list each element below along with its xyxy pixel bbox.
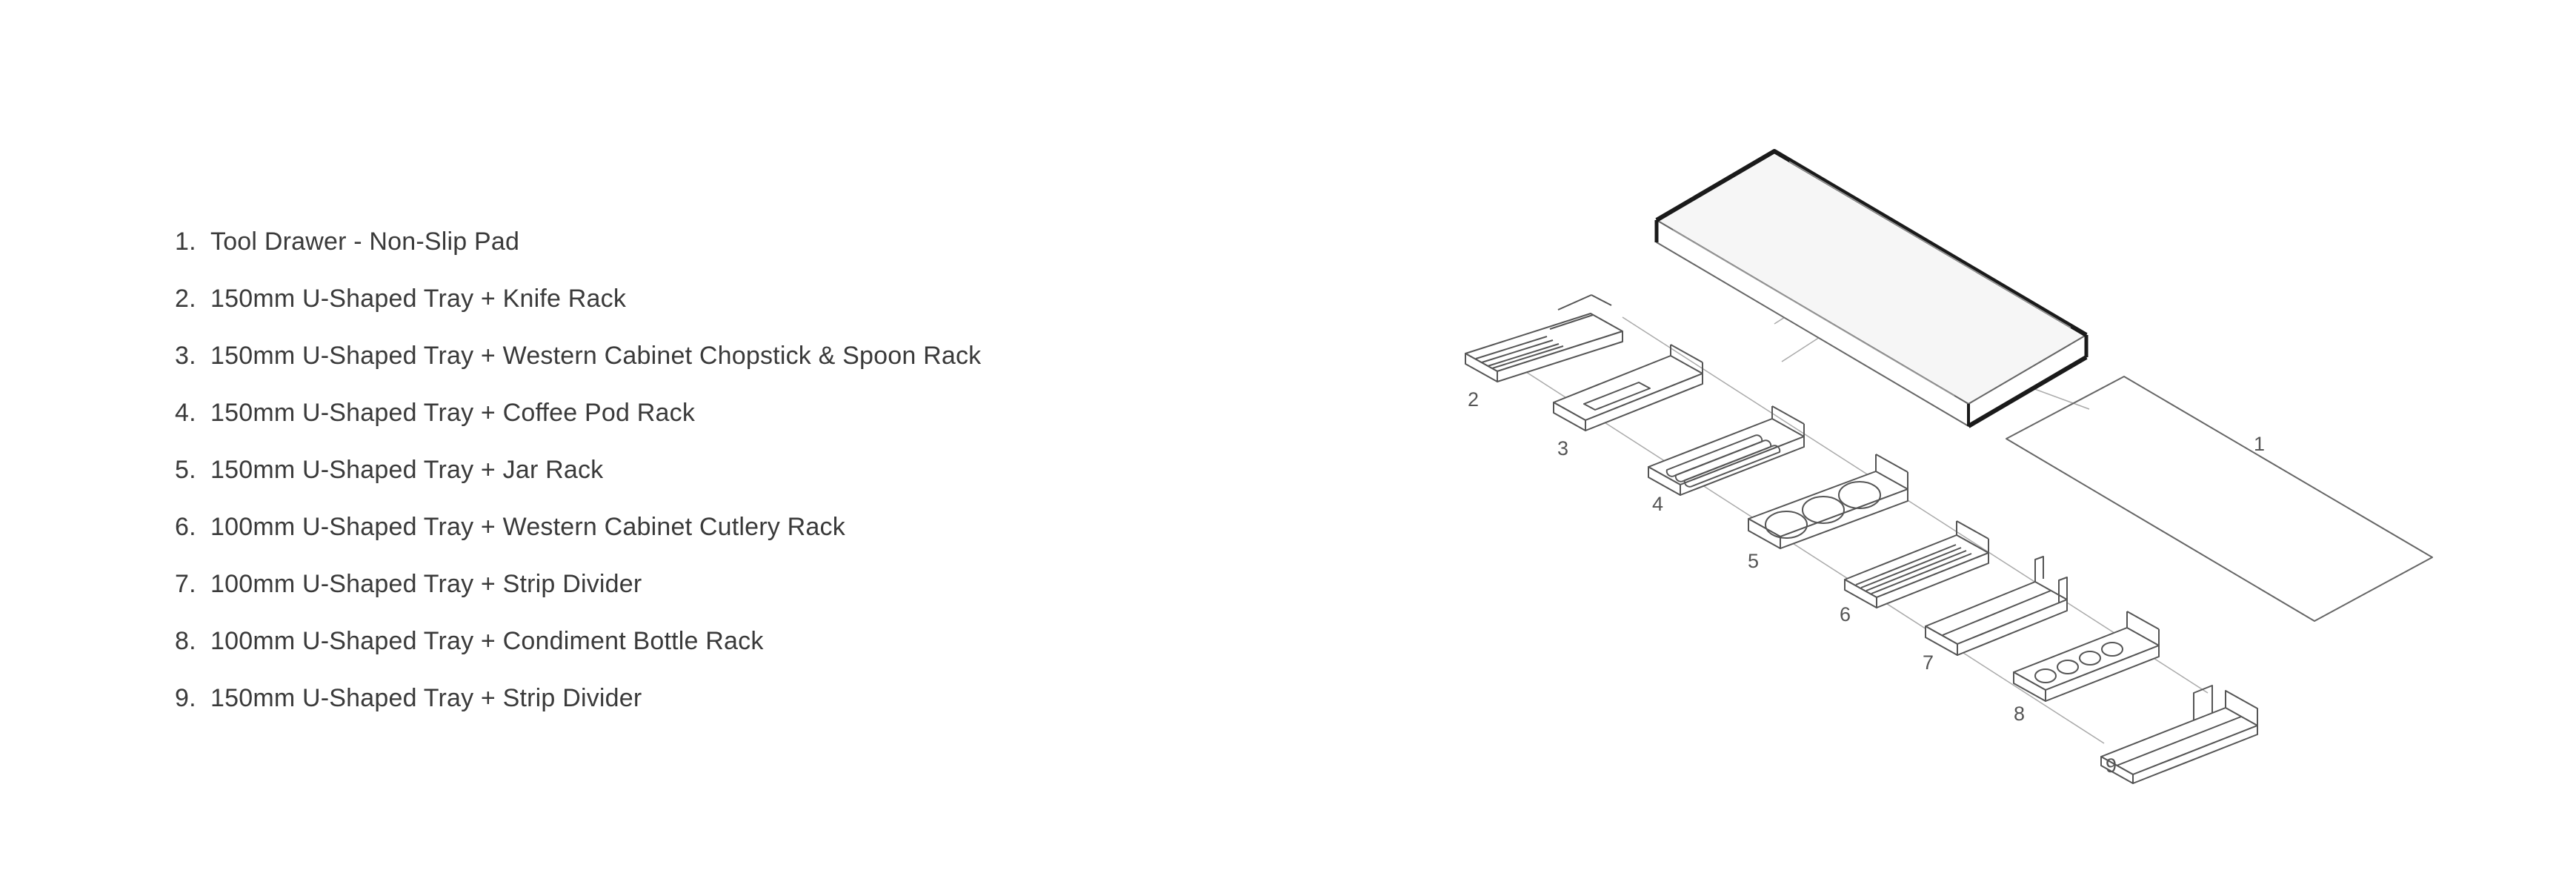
legend-item-number: 3. — [175, 342, 196, 370]
tray-coffee-pod-rack — [1648, 405, 1805, 496]
label-4: 4 — [1652, 493, 1663, 515]
legend-item-number: 6. — [175, 513, 196, 541]
legend-item: 8. 100mm U-Shaped Tray + Condiment Bottle… — [175, 619, 981, 676]
tray-cutlery-rack — [1844, 520, 1989, 608]
legend-item: 3. 150mm U-Shaped Tray + Western Cabinet … — [175, 333, 981, 391]
label-7: 7 — [1923, 651, 1934, 674]
tool-drawer — [1654, 149, 2089, 428]
legend-list: 1. Tool Drawer - Non-Slip Pad 2. 150mm U-S… — [175, 219, 981, 733]
tray-chopstick-rack — [1553, 344, 1703, 431]
legend-item-number: 8. — [175, 627, 196, 655]
label-2: 2 — [1468, 388, 1479, 411]
label-5: 5 — [1748, 550, 1759, 572]
legend-item-text: Tool Drawer - Non-Slip Pad — [210, 228, 520, 256]
legend-item-text: 150mm U-Shaped Tray + Knife Rack — [210, 285, 627, 313]
legend-item-text: 150mm U-Shaped Tray + Coffee Pod Rack — [210, 399, 696, 427]
legend-item-number: 1. — [175, 228, 196, 256]
legend-item-text: 150mm U-Shaped Tray + Strip Divider — [210, 684, 642, 712]
tray-knife-rack — [1465, 294, 1623, 382]
legend-item-text: 150mm U-Shaped Tray + Western Cabinet Ch… — [210, 342, 982, 370]
label-1: 1 — [2254, 433, 2265, 455]
legend-item: 2. 150mm U-Shaped Tray + Knife Rack — [175, 276, 981, 333]
legend-item-text: 150mm U-Shaped Tray + Jar Rack — [210, 456, 604, 484]
legend-item-number: 4. — [175, 399, 196, 427]
legend-item: 5. 150mm U-Shaped Tray + Jar Rack — [175, 448, 981, 505]
legend-item-number: 2. — [175, 285, 196, 313]
legend-item-number: 9. — [175, 684, 196, 712]
legend-item: 6. 100mm U-Shaped Tray + Western Cabinet … — [175, 505, 981, 562]
legend-item-text: 100mm U-Shaped Tray + Strip Divider — [210, 570, 642, 598]
tray-strip-divider-150 — [2100, 685, 2258, 784]
label-8: 8 — [2014, 703, 2025, 725]
tray-jar-rack — [1748, 454, 1908, 549]
tray-strip-divider-100 — [1925, 556, 2068, 656]
legend-item-text: 100mm U-Shaped Tray + Condiment Bottle R… — [210, 627, 764, 655]
legend-item-number: 7. — [175, 570, 196, 598]
non-slip-pad — [2006, 376, 2433, 622]
label-6: 6 — [1840, 603, 1851, 625]
legend-item: 4. 150mm U-Shaped Tray + Coffee Pod Rack — [175, 391, 981, 448]
legend-item: 9. 150mm U-Shaped Tray + Strip Divider — [175, 676, 981, 733]
label-9: 9 — [2106, 754, 2117, 777]
diagram-labels: 1 2 3 4 5 6 7 8 9 — [1468, 388, 2265, 777]
tray-condiment-rack — [2013, 611, 2160, 702]
legend-item: 1. Tool Drawer - Non-Slip Pad — [175, 219, 981, 276]
legend-item: 7. 100mm U-Shaped Tray + Strip Divider — [175, 562, 981, 619]
label-3: 3 — [1557, 437, 1568, 459]
legend-item-number: 5. — [175, 456, 196, 484]
legend-item-text: 100mm U-Shaped Tray + Western Cabinet Cu… — [210, 513, 845, 541]
